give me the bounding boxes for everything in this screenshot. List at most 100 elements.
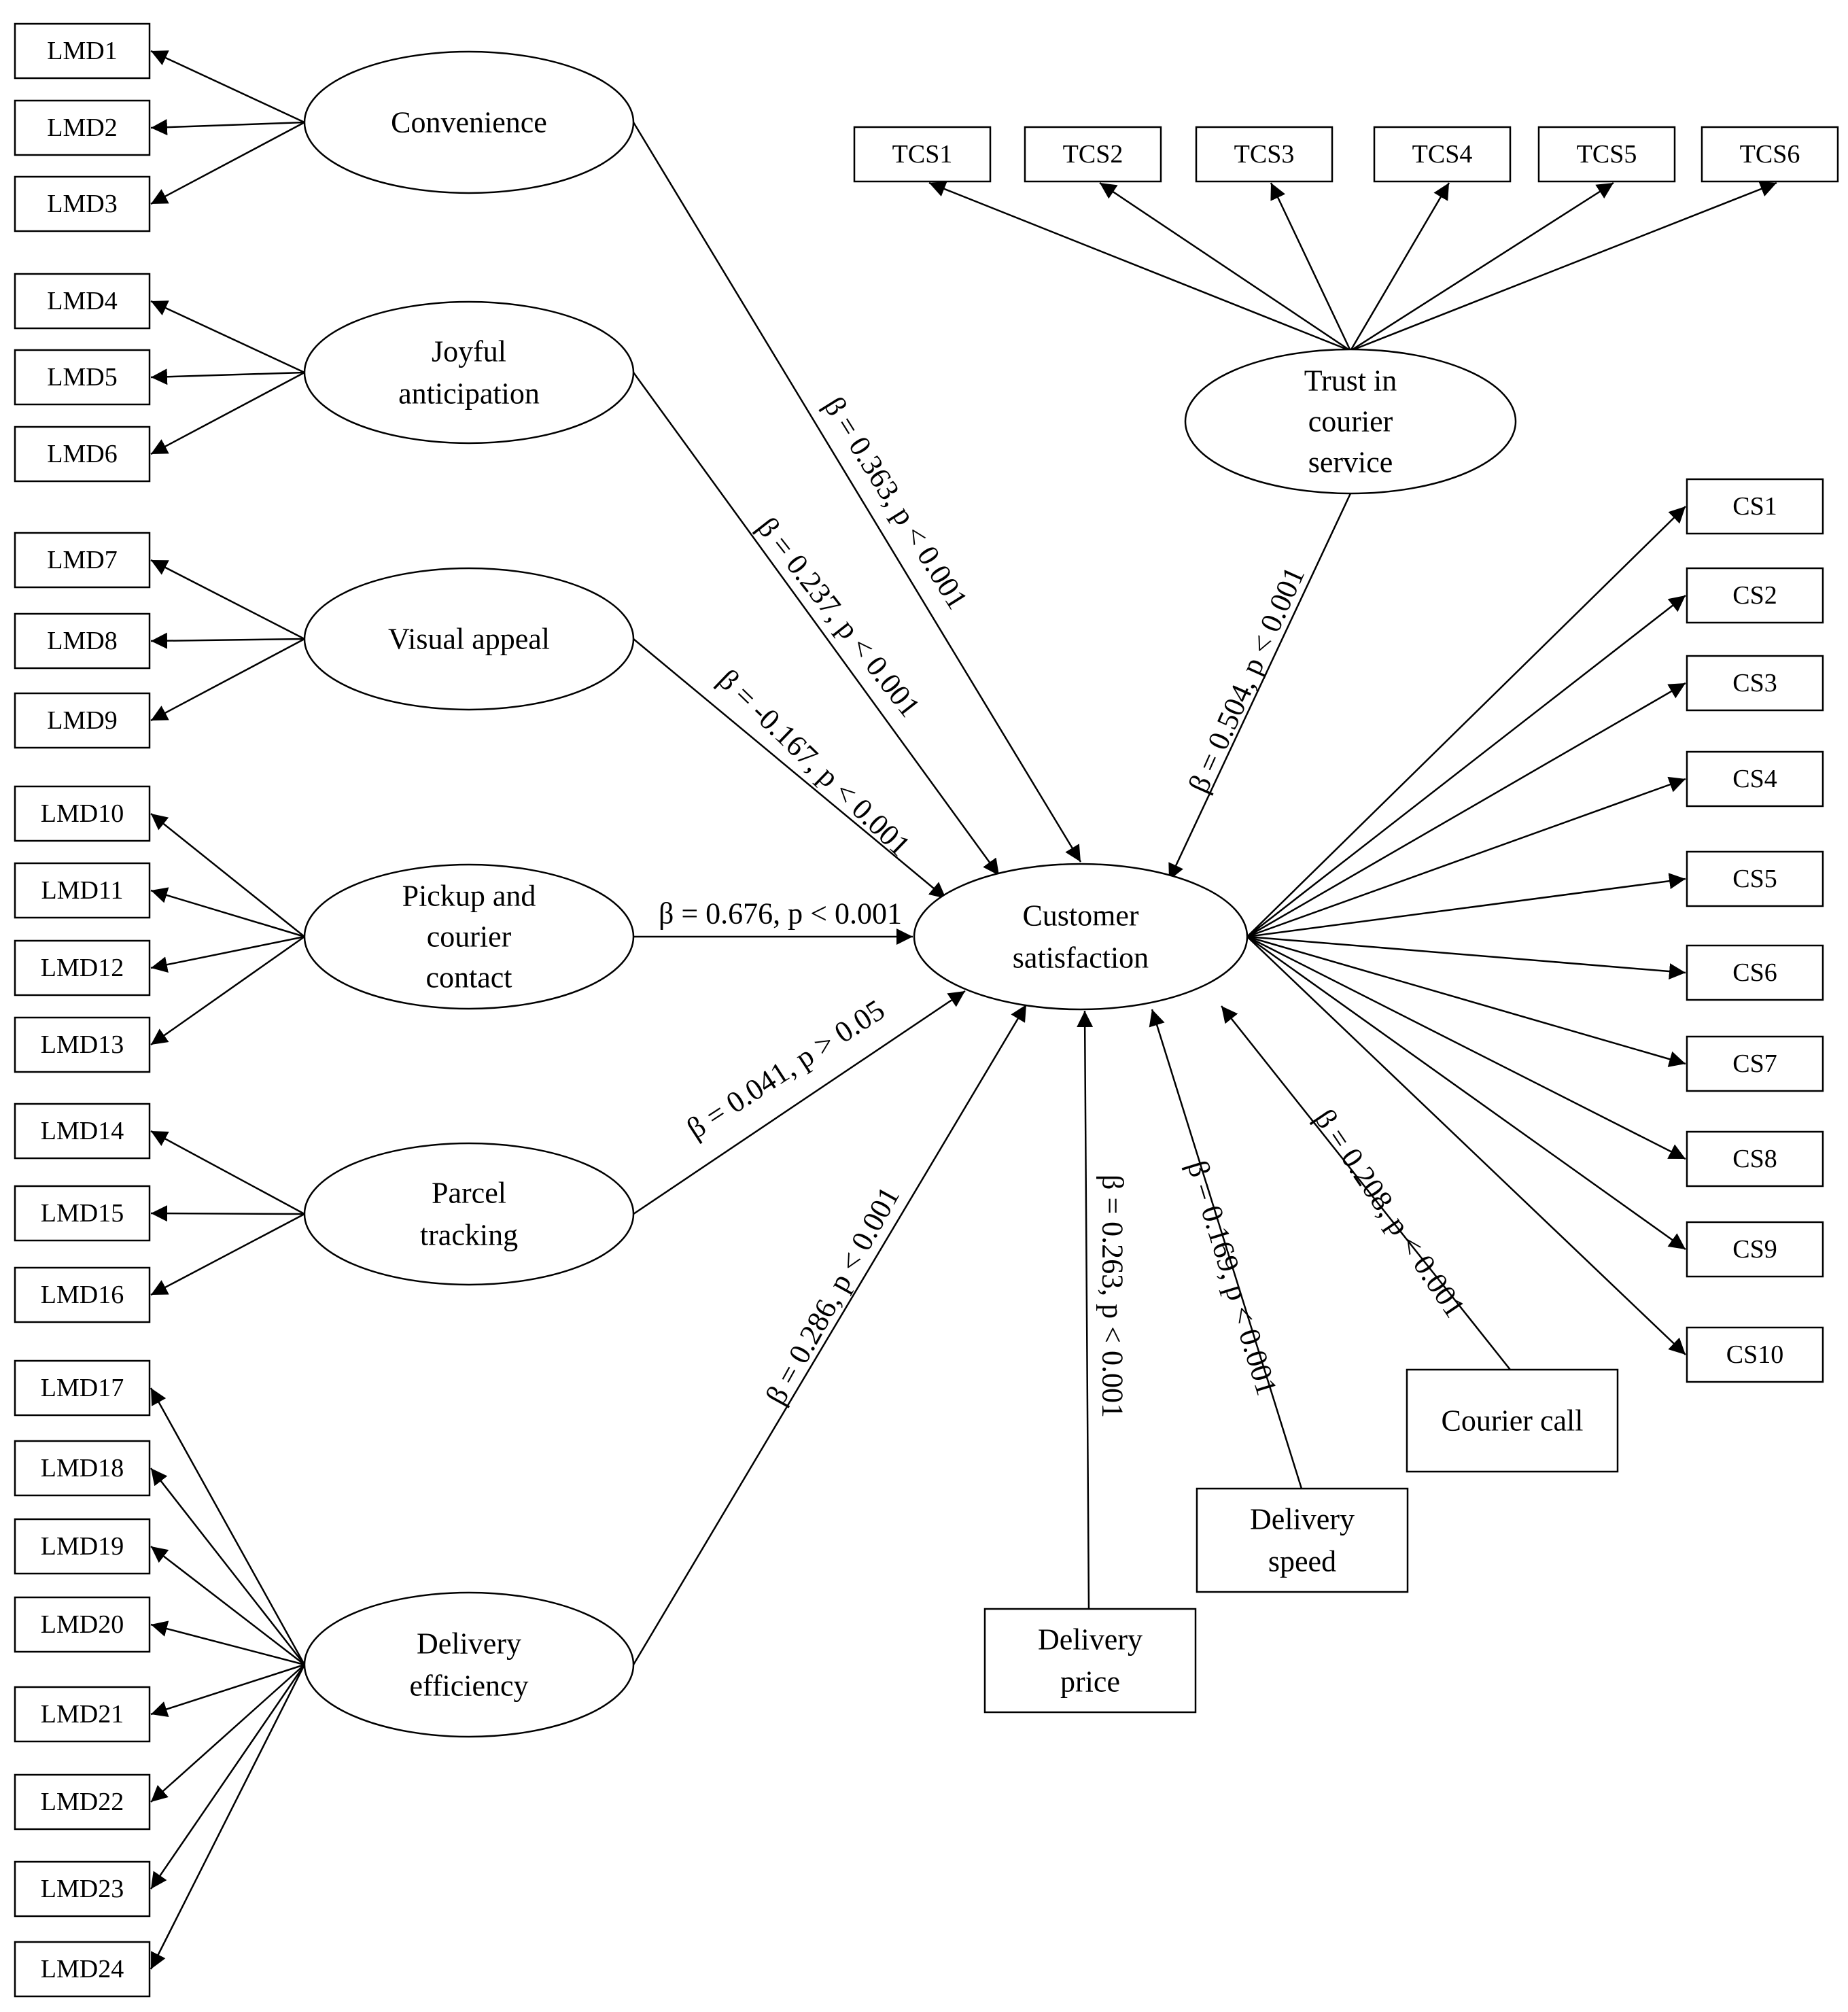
indicator-label: TCS3 (1234, 140, 1295, 169)
arrows-layer (150, 50, 1777, 1970)
observed-box (1196, 1487, 1409, 1593)
indicator-box (1195, 126, 1333, 183)
loading-arrow-tcs1 (928, 181, 1351, 352)
indicator-box (853, 126, 992, 183)
loading-arrow-cs7 (1246, 935, 1686, 1067)
indicator-cs7: CS7 (1686, 1035, 1824, 1092)
loading-arrow-lmd20 (150, 1620, 305, 1666)
indicator-lmd18: LMD18 (14, 1440, 151, 1497)
indicator-box (1024, 126, 1162, 183)
construct-ellipse (303, 1591, 635, 1738)
observed-courier-call: Courier call (1406, 1368, 1619, 1473)
indicator-lmd6: LMD6 (14, 426, 151, 483)
construct-label-line-1: Delivery (417, 1627, 521, 1661)
loading-arrow-cs1 (1246, 506, 1686, 937)
indicator-tcs1: TCS1 (853, 126, 992, 183)
indicator-label: LMD20 (41, 1610, 124, 1639)
indicator-label: LMD23 (41, 1875, 124, 1903)
indicator-lmd21: LMD21 (14, 1686, 151, 1743)
indicator-cs5: CS5 (1686, 850, 1824, 907)
indicator-cs9: CS9 (1686, 1221, 1824, 1278)
indicator-box (14, 1941, 151, 1998)
construct-label-line-2: satisfaction (1013, 941, 1149, 975)
construct-label-line-1: Parcel (432, 1177, 506, 1210)
loading-arrow-cs6 (1246, 935, 1686, 979)
indicator-label: LMD21 (41, 1700, 124, 1729)
indicator-box (1686, 1326, 1824, 1383)
indicator-box (1373, 126, 1512, 183)
indicator-label: CS9 (1732, 1235, 1777, 1264)
loading-arrow-cs10 (1246, 936, 1686, 1355)
indicator-lmd22: LMD22 (14, 1773, 151, 1831)
indicator-box (14, 1440, 151, 1497)
construct-label-line-1: Convenience (391, 106, 547, 139)
indicator-lmd24: LMD24 (14, 1941, 151, 1998)
construct-label-line-1: Trust in (1304, 364, 1397, 398)
loading-arrow-lmd10 (150, 813, 305, 937)
indicator-lmd2: LMD2 (14, 99, 151, 156)
construct-label-line-1: Pickup and (402, 880, 536, 913)
loading-arrow-tcs4 (1349, 182, 1450, 351)
indicator-label: CS8 (1732, 1145, 1777, 1173)
indicator-tcs3: TCS3 (1195, 126, 1333, 183)
indicator-box (14, 99, 151, 156)
construct-label-line-2: anticipation (398, 377, 540, 411)
loading-arrow-lmd12 (150, 935, 305, 973)
construct-joyful: Joyful anticipation (303, 300, 635, 445)
loading-arrow-lmd15 (150, 1205, 305, 1222)
loading-arrow-lmd5 (150, 368, 305, 385)
construct-label-line-2: efficiency (409, 1669, 528, 1703)
indicator-cs3: CS3 (1686, 655, 1824, 712)
construct-label-line-1: Visual appeal (388, 623, 550, 656)
indicator-box (14, 1686, 151, 1743)
loading-arrow-cs4 (1246, 776, 1686, 938)
indicator-lmd9: LMD9 (14, 692, 151, 749)
indicator-cs4: CS4 (1686, 750, 1824, 808)
indicator-cs8: CS8 (1686, 1130, 1824, 1187)
loading-arrow-lmd2 (150, 119, 305, 136)
indicator-box (1686, 478, 1824, 535)
indicator-lmd5: LMD5 (14, 349, 151, 406)
indicator-box (14, 1185, 151, 1242)
indicator-lmd3: LMD3 (14, 175, 151, 232)
observed-box (1406, 1368, 1619, 1473)
construct-label-line-1: Joyful (432, 335, 506, 368)
loading-arrow-lmd19 (150, 1546, 305, 1665)
indicator-label: LMD24 (41, 1955, 124, 1983)
observed-label-line-1: Delivery (1038, 1623, 1143, 1657)
construct-label-line-3: service (1308, 446, 1393, 479)
path-label-courier-call: β = 0.208, p < 0.001 (1308, 1103, 1472, 1323)
loading-arrow-lmd11 (150, 887, 305, 938)
indicator-lmd12: LMD12 (14, 939, 151, 996)
indicator-label: LMD12 (41, 954, 124, 982)
loading-arrow-lmd3 (150, 121, 305, 205)
indicator-label: LMD2 (47, 114, 117, 142)
indicator-label: LMD15 (41, 1199, 124, 1228)
path-label-joyful: β = 0.237, p < 0.001 (750, 511, 926, 723)
indicator-tcs4: TCS4 (1373, 126, 1512, 183)
loading-arrow-cs2 (1246, 595, 1686, 937)
indicator-lmd13: LMD13 (14, 1016, 151, 1073)
indicator-label: LMD8 (47, 627, 117, 655)
path-label-pickup: β = 0.676, p < 0.001 (659, 897, 902, 931)
indicator-box (1686, 944, 1824, 1001)
path-label-speed: β = 0.169, p < 0.001 (1181, 1157, 1284, 1400)
indicator-box (1537, 126, 1676, 183)
indicator-box (14, 939, 151, 996)
construct-ellipse (1184, 348, 1517, 495)
path-label-efficiency: β = 0.286, p < 0.001 (759, 1181, 906, 1410)
indicator-lmd17: LMD17 (14, 1359, 151, 1417)
path-label-tracking: β = 0.041, p > 0.05 (681, 993, 890, 1145)
loading-arrow-lmd17 (150, 1387, 306, 1665)
path-label-trust: β = 0.504, p < 0.001 (1182, 562, 1311, 798)
indicator-lmd4: LMD4 (14, 273, 151, 330)
indicator-lmd19: LMD19 (14, 1518, 151, 1575)
observed-box (983, 1608, 1197, 1714)
indicator-box (14, 862, 151, 919)
loading-arrow-lmd8 (150, 632, 305, 649)
construct-ellipse (303, 567, 635, 711)
indicator-label: LMD1 (47, 37, 117, 65)
